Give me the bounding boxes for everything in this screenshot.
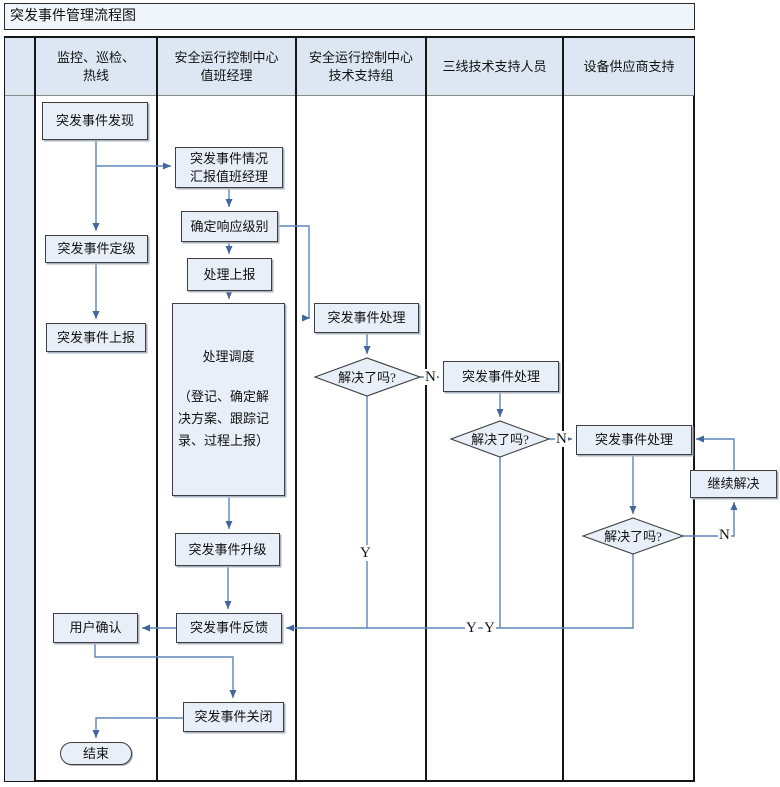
lane-border-1 <box>156 36 158 782</box>
node-label: 突发事件处理 <box>594 432 673 447</box>
node-label: 结束 <box>82 745 109 761</box>
lane-header-vendor-support: 设备供应商支持 <box>564 38 694 95</box>
node-user-confirm: 用户确认 <box>53 613 138 643</box>
edge-continue-to-handle5 <box>696 435 735 470</box>
lane-border-4 <box>562 36 564 782</box>
lane-border-spine <box>34 36 36 782</box>
lane-header-monitoring: 监控、巡检、 热线 <box>36 38 156 95</box>
node-upgrade: 突发事件升级 <box>175 533 280 566</box>
lane-header-third-line-support: 三线技术支持人员 <box>427 38 562 95</box>
lane-header-duty-manager: 安全运行控制中心 值班经理 <box>158 38 295 95</box>
node-label: 突发事件处理 <box>461 368 540 384</box>
node-label: 确定响应级别 <box>190 218 269 234</box>
node-label: 突发事件情况 <box>189 150 268 166</box>
node-label: 突发事件反馈 <box>189 620 268 635</box>
lane-header-line: 值班经理 <box>200 67 253 83</box>
node-label: 继续解决 <box>707 476 760 491</box>
label-decision5-y: Y <box>483 620 496 636</box>
label-decision4-y: Y <box>465 620 478 636</box>
node-label: 处理调度 <box>202 348 255 364</box>
lane-header-line: 三线技术支持人员 <box>442 58 547 74</box>
node-handle-report: 处理上报 <box>187 258 272 291</box>
decision5-label: 解决了吗? <box>604 529 662 544</box>
label-decision4-n: N <box>555 431 568 447</box>
node-feedback: 突发事件反馈 <box>176 613 282 643</box>
node-detail: （登记、确定解决方案、跟踪记录、过程上报） <box>178 388 270 448</box>
swimlane-frame <box>4 36 695 782</box>
lane-header-line: 监控、巡检、 <box>56 49 135 65</box>
node-end: 结束 <box>60 742 132 765</box>
node-handle3: 突发事件处理 <box>314 303 419 333</box>
lane-header-line: 设备供应商支持 <box>583 58 675 74</box>
node-continue: 继续解决 <box>690 470 777 498</box>
lane-header-line: 热线 <box>82 67 109 83</box>
node-close: 突发事件关闭 <box>183 702 284 732</box>
node-label: 突发事件发现 <box>55 113 134 128</box>
chart-title: 突发事件管理流程图 <box>10 9 136 24</box>
node-label: 突发事件关闭 <box>194 709 273 724</box>
node-label: 突发事件升级 <box>188 541 267 557</box>
node-grade: 突发事件定级 <box>45 235 148 263</box>
label-decision5-n: N <box>718 527 731 543</box>
node-label: 突发事件定级 <box>57 241 136 256</box>
decision4-label: 解决了吗? <box>471 432 529 447</box>
lane-header-line: 安全运行控制中心 <box>174 49 279 65</box>
node-label: 突发事件处理 <box>327 310 406 325</box>
decision3-label: 解决了吗? <box>338 370 396 385</box>
node-label: 汇报值班经理 <box>189 168 268 184</box>
lane-header-line: 技术支持组 <box>328 67 394 83</box>
node-label: 处理上报 <box>203 266 256 282</box>
node-label: 用户确认 <box>69 620 122 635</box>
node-report-manager: 突发事件情况 汇报值班经理 <box>175 147 283 188</box>
lane-header-divider <box>5 95 694 96</box>
lane-header-line: 安全运行控制中心 <box>308 49 413 65</box>
node-report: 突发事件上报 <box>46 323 146 352</box>
chart-title-bar: 突发事件管理流程图 <box>4 3 695 30</box>
label-decision3-y: Y <box>359 545 372 561</box>
node-handle4: 突发事件处理 <box>443 361 559 392</box>
phase-spine-column <box>5 38 35 781</box>
node-label: 突发事件上报 <box>56 329 135 345</box>
lane-border-3 <box>425 36 427 782</box>
node-handle5: 突发事件处理 <box>576 425 692 455</box>
node-level: 确定响应级别 <box>181 211 278 242</box>
label-decision3-n: N <box>424 369 437 385</box>
node-discover: 突发事件发现 <box>42 102 148 140</box>
node-dispatch: 处理调度 （登记、确定解决方案、跟踪记录、过程上报） <box>172 303 285 496</box>
lane-border-2 <box>295 36 297 782</box>
lane-header-tech-support-group: 安全运行控制中心 技术支持组 <box>297 38 425 95</box>
